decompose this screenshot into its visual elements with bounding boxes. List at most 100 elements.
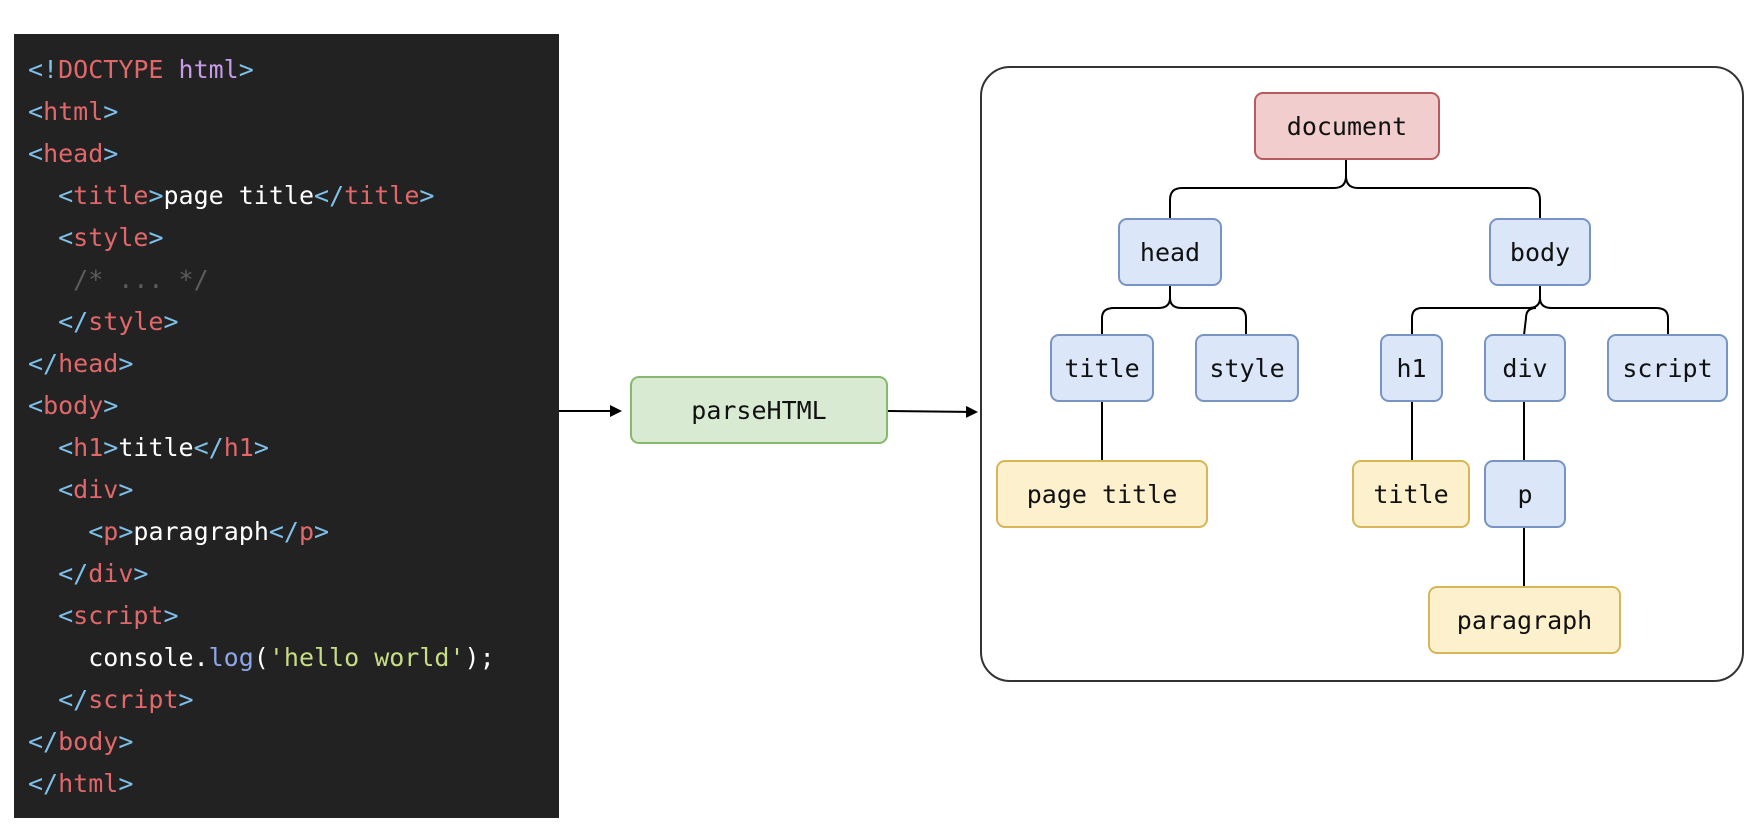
h1-element-node: h1 (1380, 334, 1443, 402)
code-token: ( (253, 643, 269, 672)
code-token: style (73, 223, 149, 252)
arrow-parse-to-tree (887, 405, 978, 418)
code-token: > (163, 307, 179, 336)
head-node: head (1118, 218, 1222, 286)
code-token: < (28, 97, 44, 126)
page-title-text-node: page title (996, 460, 1208, 528)
style-element-node: style (1195, 334, 1299, 402)
code-token: </ (314, 181, 345, 210)
code-token: > (118, 517, 134, 546)
code-token: /* ... */ (28, 265, 209, 294)
code-token: div (88, 559, 134, 588)
code-token: > (238, 55, 254, 84)
code-token: title (73, 181, 149, 210)
code-token: </ (58, 307, 89, 336)
title-element-node: title (1050, 334, 1154, 402)
code-token: < (88, 517, 104, 546)
code-line: </script> (28, 679, 194, 721)
code-token: h1 (223, 433, 254, 462)
code-token: p (103, 517, 119, 546)
code-token: 'hello world' (268, 643, 465, 672)
code-token: < (58, 475, 74, 504)
code-token: </ (58, 685, 89, 714)
code-token: body (58, 727, 119, 756)
code-token: <! (28, 55, 59, 84)
code-token: div (73, 475, 119, 504)
code-token: DOCTYPE (58, 55, 164, 84)
code-line: /* ... */ (28, 259, 209, 301)
code-token: html (58, 769, 119, 798)
code-token: log (208, 643, 254, 672)
code-token: ); (464, 643, 495, 672)
code-token: > (103, 97, 119, 126)
code-token: </ (193, 433, 224, 462)
code-token: < (58, 181, 74, 210)
code-token: title (118, 433, 194, 462)
code-token: > (103, 391, 119, 420)
code-line: <head> (28, 133, 118, 175)
code-token: script (73, 601, 164, 630)
code-token: > (178, 685, 194, 714)
code-token: > (253, 433, 269, 462)
code-token: page title (163, 181, 315, 210)
code-token: title (344, 181, 420, 210)
code-token: body (43, 391, 104, 420)
code-line: </head> (28, 343, 133, 385)
parse-html-node: parseHTML (630, 376, 888, 444)
code-token: < (28, 391, 44, 420)
code-token: > (118, 349, 134, 378)
code-token: script (88, 685, 179, 714)
div-element-node: div (1484, 334, 1566, 402)
code-token: > (148, 181, 164, 210)
code-token: </ (28, 769, 59, 798)
code-token: < (58, 601, 74, 630)
edge-body-children (1411, 286, 1669, 336)
body-node: body (1489, 218, 1591, 286)
code-token: paragraph (133, 517, 269, 546)
code-line: </style> (28, 301, 179, 343)
code-line: </body> (28, 721, 133, 763)
code-line: <script> (28, 595, 179, 637)
code-token: html (178, 55, 239, 84)
code-token: > (148, 223, 164, 252)
code-token: > (314, 517, 330, 546)
edge-document-children (1169, 160, 1541, 218)
code-token: > (133, 559, 149, 588)
p-element-node: p (1484, 460, 1566, 528)
code-token: < (28, 139, 44, 168)
document-node: document (1254, 92, 1440, 160)
code-line: console.log('hello world'); (28, 637, 495, 679)
code-line: </html> (28, 763, 133, 805)
code-token: </ (28, 727, 59, 756)
edge-head-children (1101, 286, 1247, 335)
script-element-node: script (1607, 334, 1728, 402)
code-token: h1 (73, 433, 104, 462)
code-line: <style> (28, 217, 164, 259)
code-token: > (419, 181, 435, 210)
code-token: head (58, 349, 119, 378)
code-line: <div> (28, 469, 133, 511)
code-line: <h1>title</h1> (28, 427, 269, 469)
code-line: <title>page title</title> (28, 175, 434, 217)
code-token: > (103, 433, 119, 462)
dom-tree-frame (980, 66, 1744, 682)
code-token: </ (58, 559, 89, 588)
code-token: > (103, 139, 119, 168)
code-line: <!DOCTYPE html> (28, 49, 254, 91)
code-token: > (118, 769, 134, 798)
code-token: </ (268, 517, 299, 546)
code-token: < (58, 433, 74, 462)
code-token: > (163, 601, 179, 630)
code-token: p (298, 517, 315, 546)
paragraph-text-node: paragraph (1428, 586, 1621, 654)
code-line: <html> (28, 91, 118, 133)
code-token: html (43, 97, 104, 126)
code-line: <p>paragraph</p> (28, 511, 329, 553)
code-line: </div> (28, 553, 148, 595)
code-token: > (118, 475, 134, 504)
code-token: console. (28, 643, 209, 672)
html-source-panel: <!DOCTYPE html><html><head> <title>page … (14, 34, 559, 818)
code-token: style (88, 307, 164, 336)
code-token: head (43, 139, 104, 168)
